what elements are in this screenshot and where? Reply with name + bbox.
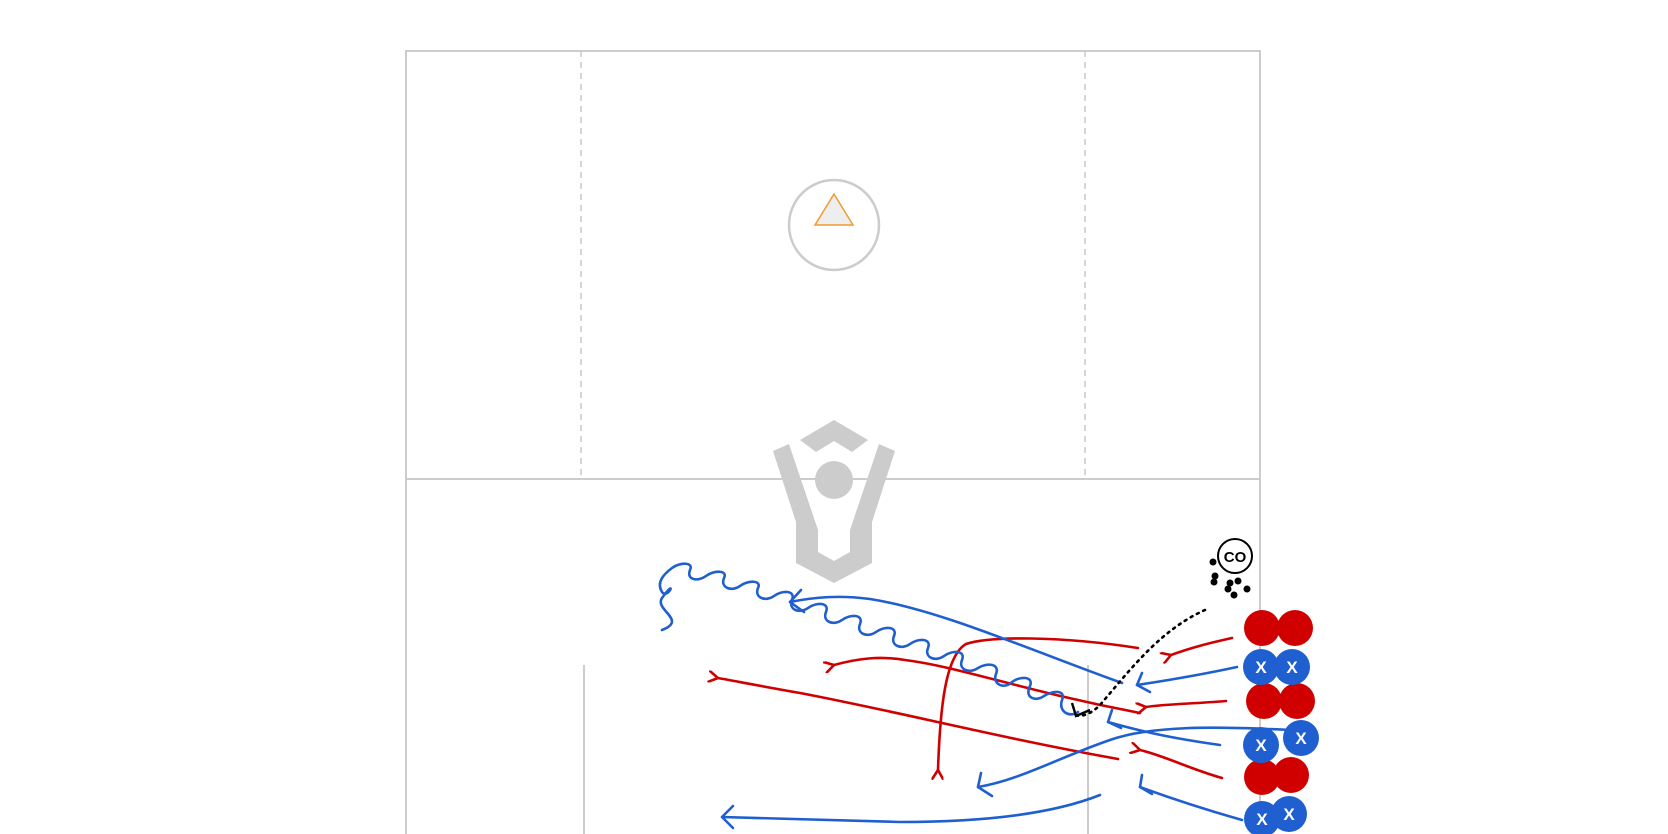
ball-icon xyxy=(1209,558,1217,566)
pass-receive-mark xyxy=(1070,702,1091,718)
blue-arrow-head-3 xyxy=(720,804,735,830)
blue-player xyxy=(1243,649,1279,685)
coach-icon: CO xyxy=(1217,538,1253,574)
blue-player-label: X xyxy=(1255,736,1267,755)
blue-player-label: X xyxy=(1256,810,1268,829)
lacrosse-logo-icon xyxy=(773,420,895,583)
blue-run-6 xyxy=(1138,785,1244,822)
field xyxy=(405,50,1261,834)
blue-arrow-head-1 xyxy=(788,588,806,614)
ball-icon xyxy=(1230,591,1238,599)
blue-arrow-head-2 xyxy=(976,771,994,798)
blue-player-label: X xyxy=(1286,658,1298,677)
blue-player-label: X xyxy=(1283,805,1295,824)
lacrosse-goal-icon xyxy=(813,192,855,226)
ball-icon xyxy=(1224,585,1232,593)
red-team xyxy=(1244,610,1315,795)
blue-player xyxy=(1283,720,1319,756)
blue-team: X X X X X X xyxy=(1243,649,1319,834)
red-player xyxy=(1277,610,1313,646)
red-player xyxy=(1273,757,1309,793)
blue-player xyxy=(1274,649,1310,685)
field-boundary xyxy=(405,50,1261,834)
blue-player-label: X xyxy=(1255,658,1267,677)
blue-player xyxy=(1243,727,1279,763)
blue-runs xyxy=(658,562,1292,830)
red-run-3 xyxy=(718,678,1120,761)
red-player xyxy=(1244,759,1280,795)
coach-label: CO xyxy=(1224,549,1247,566)
blue-arrow-head-6 xyxy=(1138,773,1154,796)
blue-dodge-run xyxy=(658,562,1080,716)
ball-icon xyxy=(1210,578,1218,586)
ball-pile xyxy=(1209,558,1251,599)
blue-run-1 xyxy=(788,595,1124,685)
ball-icon xyxy=(1234,577,1242,585)
red-run-6 xyxy=(1140,750,1224,780)
blue-player xyxy=(1244,801,1280,834)
red-run-5 xyxy=(1146,699,1228,707)
ball-icon xyxy=(1211,572,1219,580)
blue-player xyxy=(1271,796,1307,832)
red-run-4 xyxy=(1171,636,1234,655)
red-runs xyxy=(718,636,1234,780)
blue-run-5 xyxy=(1106,720,1222,747)
blue-arrow-head-5 xyxy=(1106,708,1123,730)
blue-run-3 xyxy=(720,793,1102,824)
red-player xyxy=(1279,683,1315,719)
red-run-2 xyxy=(834,656,1142,715)
red-player xyxy=(1244,610,1280,646)
blue-player-label: X xyxy=(1295,729,1307,748)
ball-icon xyxy=(1226,579,1234,587)
blue-run-2 xyxy=(976,726,1292,789)
crease-circle xyxy=(787,178,881,272)
blue-run-4 xyxy=(1135,665,1239,687)
goal-crease xyxy=(787,178,881,272)
ball-icon xyxy=(1243,585,1251,593)
pass-line xyxy=(1070,608,1207,717)
red-player xyxy=(1246,683,1282,719)
red-run-1 xyxy=(938,637,1140,770)
blue-arrow-head-4 xyxy=(1135,671,1152,694)
